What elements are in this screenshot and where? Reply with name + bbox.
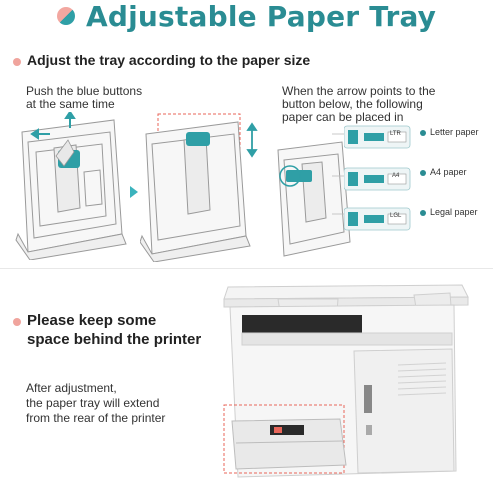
label-dot-icon (420, 130, 426, 136)
label-dot-icon (420, 210, 426, 216)
bullet-icon (13, 318, 21, 326)
bullet-icon (13, 58, 21, 66)
paper-label-letter: Letter paper (430, 127, 479, 137)
paper-label-legal: Legal paper (430, 207, 478, 217)
section-divider (0, 268, 493, 269)
tray-illustration-size-selector (277, 133, 351, 257)
title-bar: Adjustable Paper Tray (0, 0, 493, 40)
brand-logo-icon (57, 7, 75, 25)
printer-rear-illustration (223, 284, 469, 478)
section-heading-space-line-2: space behind the printer (27, 331, 202, 348)
right-caption-line-3: paper can be placed in (282, 110, 404, 124)
chip-a4: A4 (392, 173, 400, 179)
chip-legal: LGL (390, 213, 402, 219)
next-step-arrow-icon (130, 186, 138, 198)
rear-caption-line-1: After adjustment, (26, 381, 117, 395)
section-heading-adjust: Adjust the tray according to the paper s… (27, 52, 311, 68)
section-heading-space-line-1: Please keep some (27, 312, 157, 329)
right-caption-line-2: button below, the following (282, 97, 423, 111)
tray-illustration-push-buttons (15, 112, 127, 260)
rear-caption-line-3: from the rear of the printer (26, 411, 166, 425)
left-caption-line-2: at the same time (26, 97, 115, 111)
rear-caption-line-2: the paper tray will extend (26, 396, 160, 410)
chip-letter: LTR (390, 131, 401, 137)
left-caption-line-1: Push the blue buttons (26, 84, 143, 98)
label-dot-icon (420, 170, 426, 176)
paper-size-callouts (344, 125, 411, 231)
tray-illustration-slide (140, 113, 258, 262)
page-title: Adjustable Paper Tray (86, 0, 437, 33)
paper-label-a4: A4 paper (430, 167, 467, 177)
right-caption-line-1: When the arrow points to the (282, 84, 436, 98)
